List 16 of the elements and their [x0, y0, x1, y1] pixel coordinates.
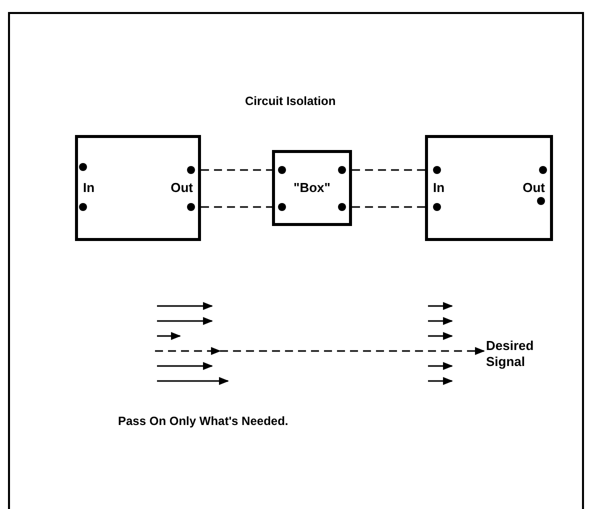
dashed-connector	[201, 169, 272, 171]
dashed-connector	[352, 206, 425, 208]
caption: Pass On Only What's Needed.	[118, 413, 288, 430]
circuit-box	[75, 135, 201, 241]
circuit-box	[425, 135, 553, 241]
diagram-title: Circuit Isolation	[245, 93, 336, 110]
circuit-box	[272, 150, 352, 226]
signal-text: Desired Signal	[486, 338, 535, 370]
signal-arrow	[155, 347, 485, 355]
port-label: In	[433, 180, 445, 196]
port-label: Out	[170, 180, 193, 196]
dashed-connector	[201, 206, 272, 208]
dashed-connector	[352, 169, 425, 171]
port-label: "Box"	[294, 180, 330, 196]
port-label: Out	[522, 180, 545, 196]
port-label: In	[83, 180, 95, 196]
